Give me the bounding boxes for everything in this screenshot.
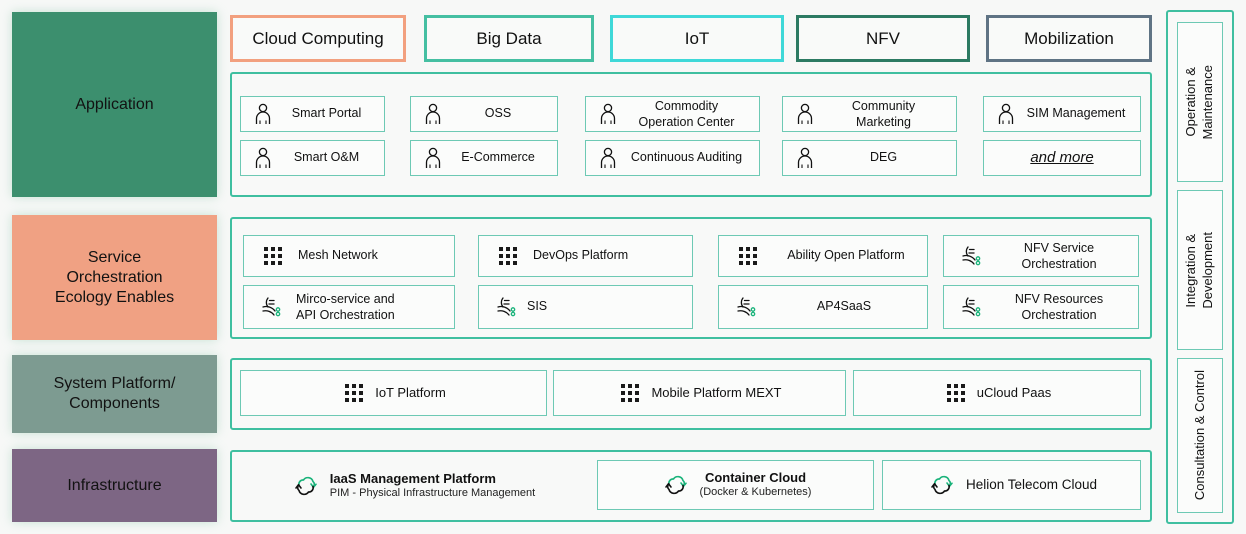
tile-label: Mobile Platform MEXT (651, 384, 782, 400)
tile-ucloud-paas[interactable]: uCloud Paas (853, 370, 1141, 416)
tile-mobile-platform-mext[interactable]: Mobile Platform MEXT (553, 370, 846, 416)
orchestration-icon (958, 244, 988, 268)
tile-community-marketing[interactable]: Community Marketing (782, 96, 957, 132)
tile-label: and more (1030, 148, 1094, 166)
tile-iaas-management-platform[interactable]: IaaS Management Platform PIM - Physical … (240, 462, 585, 510)
person-icon (596, 147, 620, 169)
tile-label: SIS (527, 299, 548, 314)
tile-label: uCloud Paas (976, 384, 1052, 400)
rail-item-label: Operation & Maintenance (1183, 64, 1215, 140)
tile-sublabel: (Docker & Kubernetes) (699, 486, 812, 499)
tile-smart-portal[interactable]: Smart Portal (240, 96, 385, 132)
tile-label: Community Marketing (851, 98, 916, 129)
orchestration-icon (493, 295, 523, 319)
tile-label: AP4SaaS (816, 299, 872, 314)
orchestration-icon (958, 295, 988, 319)
dot-grid-icon (617, 383, 643, 403)
tile-devops-platform[interactable]: DevOps Platform (478, 235, 693, 277)
tab-nfv[interactable]: NFV (796, 15, 970, 62)
person-icon (251, 147, 275, 169)
rail-item-consultation-control[interactable]: Consultation & Control (1177, 358, 1223, 513)
orchestration-icon (733, 295, 763, 319)
cloud-cycle-icon (290, 474, 322, 498)
layer-title: System Platform/ Components (53, 375, 176, 412)
tile-ability-open-platform[interactable]: Ability Open Platform (718, 235, 928, 277)
layer-title: Application (75, 95, 154, 113)
tile-sim-management[interactable]: SIM Management (983, 96, 1141, 132)
person-icon (251, 103, 275, 125)
dot-grid-icon (493, 246, 523, 266)
tile-deg[interactable]: DEG (782, 140, 957, 176)
tile-label: IaaS Management Platform (329, 471, 496, 486)
person-icon (793, 103, 817, 125)
tab-label: Big Data (476, 28, 542, 48)
dot-grid-icon (733, 246, 763, 266)
tile-label: Commodity Operation Center (638, 98, 735, 129)
tile-iot-platform[interactable]: IoT Platform (240, 370, 547, 416)
tile-label: Continuous Auditing (630, 150, 743, 165)
tile-sublabel: PIM - Physical Infrastructure Management (329, 487, 536, 500)
tile-label: Helion Telecom Cloud (965, 476, 1098, 492)
cloud-cycle-icon (926, 473, 958, 497)
tab-cloud-computing[interactable]: Cloud Computing (230, 15, 406, 62)
tile-oss[interactable]: OSS (410, 96, 558, 132)
tab-label: Mobilization (1024, 28, 1114, 48)
tile-label: Mirco-service and API Orchestration (296, 291, 395, 322)
rail-item-label: Consultation & Control (1191, 370, 1207, 501)
tab-label: Cloud Computing (252, 28, 384, 48)
tile-e-commerce[interactable]: E-Commerce (410, 140, 558, 176)
layer-label-service-orchestration: Service Orchestration Ecology Enables (12, 215, 217, 340)
tile-container-cloud[interactable]: Container Cloud (Docker & Kubernetes) (597, 460, 874, 510)
tile-label: NFV Service Orchestration (1021, 240, 1097, 271)
person-icon (994, 103, 1018, 125)
tile-and-more[interactable]: and more (983, 140, 1141, 176)
tile-label: NFV Resources Orchestration (1014, 291, 1104, 322)
person-icon (793, 147, 817, 169)
rail-item-integration-development[interactable]: Integration & Development (1177, 190, 1223, 350)
tile-sis[interactable]: SIS (478, 285, 693, 329)
person-icon (421, 147, 445, 169)
tile-label: Ability Open Platform (787, 248, 905, 263)
layer-title: Service Orchestration Ecology Enables (54, 248, 175, 306)
orchestration-icon (258, 295, 288, 319)
tile-label: E-Commerce (461, 150, 535, 165)
layer-title: Infrastructure (67, 476, 162, 494)
tile-label: Mesh Network (298, 248, 378, 263)
tile-smart-om[interactable]: Smart O&M (240, 140, 385, 176)
layer-label-application: Application (12, 12, 217, 197)
tab-mobilization[interactable]: Mobilization (986, 15, 1152, 62)
tile-continuous-auditing[interactable]: Continuous Auditing (585, 140, 760, 176)
rail-item-label: Integration & Development (1183, 231, 1215, 309)
dot-grid-icon (258, 246, 288, 266)
dot-grid-icon (943, 383, 969, 403)
application-layer-frame (230, 72, 1152, 197)
tile-label: DevOps Platform (533, 248, 629, 263)
tile-label: Smart Portal (291, 106, 362, 121)
layer-label-system-platform: System Platform/ Components (12, 355, 217, 433)
tile-ap4saas[interactable]: AP4SaaS (718, 285, 928, 329)
rail-item-operation-maintenance[interactable]: Operation & Maintenance (1177, 22, 1223, 182)
tile-nfv-service-orchestration[interactable]: NFV Service Orchestration (943, 235, 1139, 277)
cloud-cycle-icon (660, 473, 692, 497)
tile-nfv-resources-orchestration[interactable]: NFV Resources Orchestration (943, 285, 1139, 329)
tile-mesh-network[interactable]: Mesh Network (243, 235, 455, 277)
tile-label: Smart O&M (293, 150, 360, 165)
dot-grid-icon (341, 383, 367, 403)
tile-commodity-operation-center[interactable]: Commodity Operation Center (585, 96, 760, 132)
tile-label: Container Cloud (704, 470, 807, 485)
tab-big-data[interactable]: Big Data (424, 15, 594, 62)
tab-label: IoT (684, 28, 710, 48)
tile-label: OSS (484, 106, 512, 121)
layer-label-infrastructure: Infrastructure (12, 449, 217, 522)
tab-iot[interactable]: IoT (610, 15, 784, 62)
tab-label: NFV (866, 28, 900, 48)
person-icon (596, 103, 620, 125)
tile-helion-telecom-cloud[interactable]: Helion Telecom Cloud (882, 460, 1141, 510)
person-icon (421, 103, 445, 125)
tile-micro-service-api-orchestration[interactable]: Mirco-service and API Orchestration (243, 285, 455, 329)
tile-label: DEG (869, 150, 898, 165)
tile-label: IoT Platform (375, 384, 446, 400)
tile-label: SIM Management (1026, 106, 1126, 121)
